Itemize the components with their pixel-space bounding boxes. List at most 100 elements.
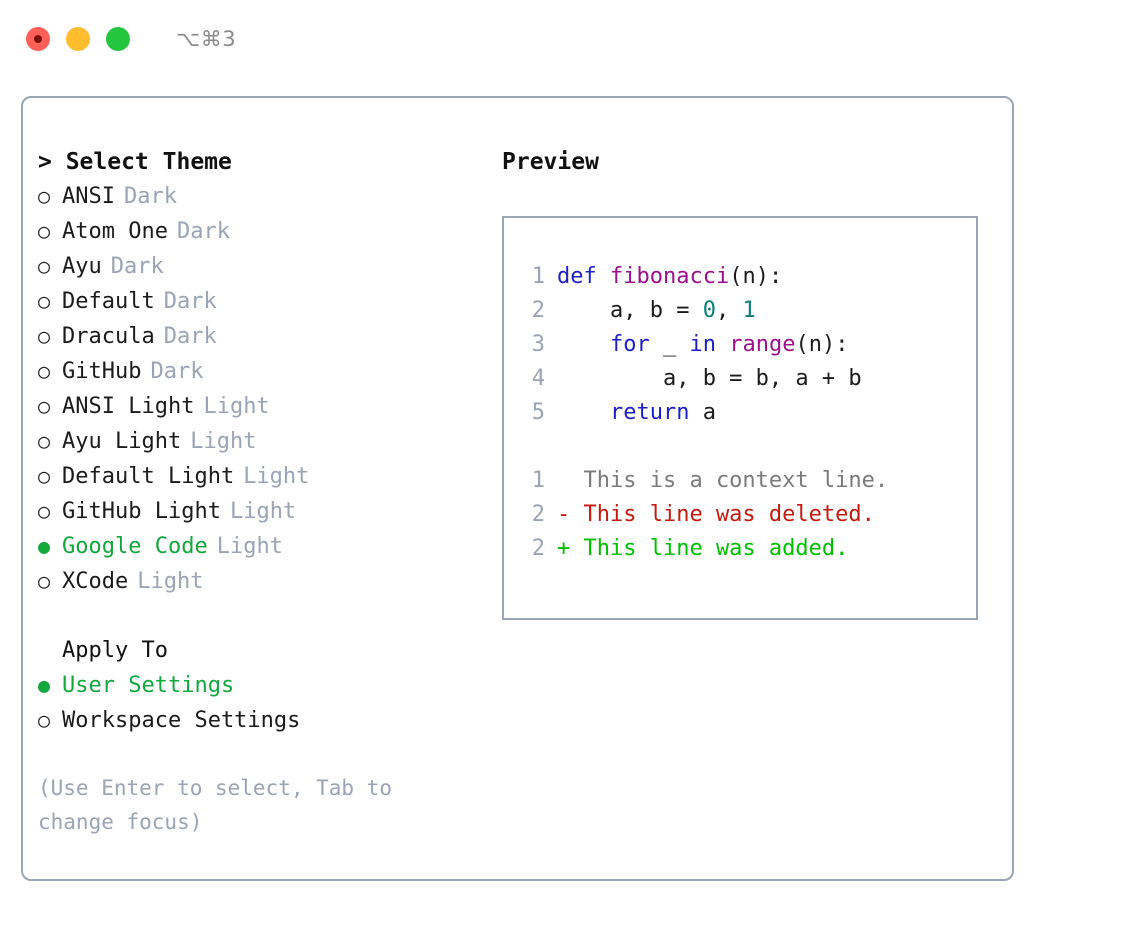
theme-option-default-light[interactable]: ○ Default Light Light — [38, 459, 478, 494]
preview-box: 1 def fibonacci(n): 2 a, b = 0, 1 3 for _ i… — [502, 216, 978, 620]
diff-line-text: - This line was deleted. — [557, 502, 875, 527]
preview-heading: Preview — [502, 149, 599, 175]
code-token-plain: (n): — [729, 264, 783, 289]
theme-option-variant: Light — [216, 534, 283, 559]
radio-unselected-icon: ○ — [38, 394, 51, 418]
theme-option-dracula[interactable]: ○ Dracula Dark — [38, 319, 478, 354]
line-number: 2 — [531, 298, 545, 323]
code-line-text: a, b = b, a + b — [557, 362, 862, 396]
diff-line-add: 2+ This line was added. — [519, 532, 970, 566]
apply-option-user-settings[interactable]: ● User Settings — [38, 668, 478, 703]
theme-option-label: Google Code — [62, 534, 208, 559]
line-number: 4 — [531, 366, 545, 391]
theme-option-label: Dracula — [62, 324, 155, 349]
code-token-kw: return — [609, 400, 690, 425]
code-token-plain: a, b = b, a + b — [557, 366, 862, 391]
theme-option-ayu-light[interactable]: ○ Ayu Light Light — [38, 424, 478, 459]
theme-option-label: Ayu Light — [62, 429, 182, 454]
code-line-text: def fibonacci(n): — [557, 260, 782, 294]
apply-to-label: Apply To — [62, 638, 168, 663]
code-token-plain: , — [715, 298, 743, 323]
theme-option-variant: Light — [243, 464, 310, 489]
radio-unselected-icon: ○ — [38, 324, 51, 348]
code-token-kw: for — [609, 332, 650, 357]
diff-line-context: 1 This is a context line. — [519, 464, 970, 498]
diff-sample-lines: 1 This is a context line. 2 - This line wa… — [519, 464, 970, 566]
spacer-marker: ○ — [38, 633, 62, 667]
theme-option-label: Default Light — [62, 464, 235, 489]
line-number: 3 — [531, 332, 545, 357]
preview-column: Preview 1 def fibonacci(n): 2 a, b = 0, 1 3… — [502, 145, 1002, 620]
apply-option-label: Workspace Settings — [62, 708, 301, 733]
code-line-text: return a — [557, 396, 716, 430]
theme-option-google-code[interactable]: ● Google Code Light — [38, 529, 478, 564]
radio-unselected-icon: ○ — [38, 499, 51, 523]
keyboard-shortcut-label: ⌥⌘3 — [176, 27, 237, 51]
theme-option-label: XCode — [62, 569, 129, 594]
radio-selected-icon: ● — [38, 673, 51, 697]
radio-unselected-icon: ○ — [38, 184, 51, 208]
line-number: 2 — [531, 502, 545, 527]
code-token-plain: a — [689, 400, 716, 425]
line-number: 1 — [531, 468, 545, 493]
theme-option-label: GitHub — [62, 359, 142, 384]
code-token-fn: range — [729, 332, 796, 357]
theme-option-variant: Light — [229, 499, 297, 524]
theme-option-variant: Light — [137, 569, 204, 594]
radio-unselected-icon: ○ — [38, 708, 51, 732]
radio-unselected-icon: ○ — [38, 429, 51, 453]
radio-unselected-icon: ○ — [38, 254, 51, 278]
line-number: 2 — [531, 536, 545, 561]
apply-to-heading: ○ Apply To — [38, 633, 478, 668]
keyboard-hint-text: (Use Enter to select, Tab to change focu… — [38, 776, 405, 834]
radio-unselected-icon: ○ — [38, 464, 51, 488]
code-token-num: 0 — [702, 298, 716, 323]
code-preview-area: 1 def fibonacci(n): 2 a, b = 0, 1 3 for _ i… — [519, 260, 970, 566]
theme-option-ayu[interactable]: ○ Ayu Dark — [38, 249, 478, 284]
theme-option-variant: Light — [190, 429, 257, 454]
theme-option-label: Default — [62, 289, 155, 314]
theme-option-github-light[interactable]: ○ GitHub Light Light — [38, 494, 478, 529]
diff-line-del: 2 - This line was deleted. — [519, 498, 970, 532]
theme-option-variant: Dark — [110, 254, 164, 279]
theme-option-label: Ayu — [62, 254, 102, 279]
code-line: 4 a, b = b, a + b — [519, 362, 970, 396]
theme-option-xcode[interactable]: ○ XCode Light — [38, 564, 478, 599]
code-token-num: 1 — [742, 298, 756, 323]
apply-option-workspace-settings[interactable]: ○ Workspace Settings — [38, 703, 478, 738]
theme-option-variant: Dark — [150, 359, 204, 384]
code-token-kw: in — [689, 332, 716, 357]
theme-option-variant: Dark — [123, 184, 177, 209]
code-token-fn: fibonacci — [609, 264, 730, 289]
theme-option-variant: Dark — [163, 324, 217, 349]
radio-selected-icon: ● — [38, 534, 51, 558]
select-theme-heading: > Select Theme — [38, 149, 232, 175]
diff-line-text: This is a context line. — [557, 468, 889, 493]
code-token-plain: (n): — [795, 332, 849, 357]
code-line: 5 return a — [519, 396, 970, 430]
apply-to-options-list: ● User Settings ○ Workspace Settings — [38, 668, 478, 738]
close-window-button[interactable] — [26, 27, 50, 51]
radio-unselected-icon: ○ — [38, 569, 51, 593]
code-line-text: a, b = 0, 1 — [557, 294, 756, 328]
radio-unselected-icon: ○ — [38, 219, 51, 243]
code-token-plain: a, b = — [557, 298, 703, 323]
apply-to-group: ○ Apply To ●User Settings○Workspace Sett… — [38, 633, 478, 738]
minimize-window-button[interactable] — [66, 27, 90, 51]
maximize-window-button[interactable] — [106, 27, 130, 51]
code-token-plain: _ — [649, 332, 690, 357]
theme-option-label: GitHub Light — [62, 499, 221, 524]
theme-option-label: Atom One — [62, 219, 168, 244]
code-token-plain — [716, 332, 729, 357]
apply-option-label: User Settings — [62, 673, 235, 698]
title-bar: ⌥⌘3 — [0, 0, 1140, 78]
